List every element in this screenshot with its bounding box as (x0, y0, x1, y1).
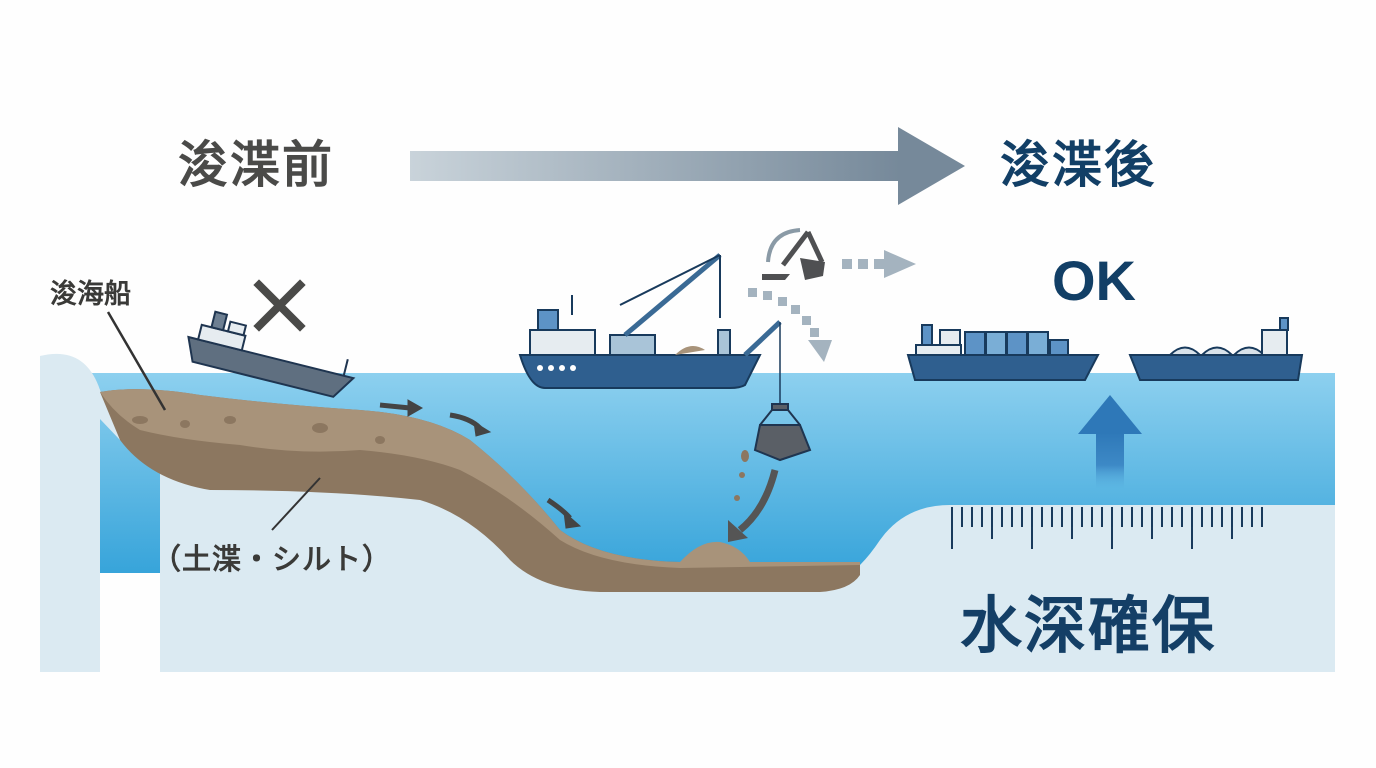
seabed (40, 355, 1335, 672)
ship-label: 浚海船 (50, 279, 131, 310)
fail-x-icon (253, 279, 306, 332)
dotted-arrow-right (842, 250, 916, 278)
grounded-ship (187, 310, 356, 398)
deposit-arrow (728, 469, 779, 542)
lng-ship (1128, 317, 1304, 381)
dotted-arrow-down (748, 288, 832, 362)
title-before-dredging: 浚渫前 (178, 136, 334, 194)
ship-label-leader (106, 311, 167, 411)
title-after-dredging: 浚渫後 (1000, 136, 1156, 194)
depth-ruler (951, 507, 1263, 549)
sediment-flow-arrows (379, 399, 582, 529)
depth-up-arrow (1078, 395, 1142, 492)
ok-label: OK (1052, 249, 1136, 312)
depth-secured-label: 水深確保 (960, 589, 1217, 662)
sediment-label-leader (271, 477, 321, 531)
dredger-ship (518, 253, 782, 410)
excavator-icon (762, 228, 825, 280)
container-ship (906, 324, 1100, 381)
sediment-label: （土渫・シルト） (152, 542, 393, 576)
sediment (100, 389, 860, 592)
before-after-arrow (410, 127, 965, 205)
grab-bucket (734, 403, 812, 501)
